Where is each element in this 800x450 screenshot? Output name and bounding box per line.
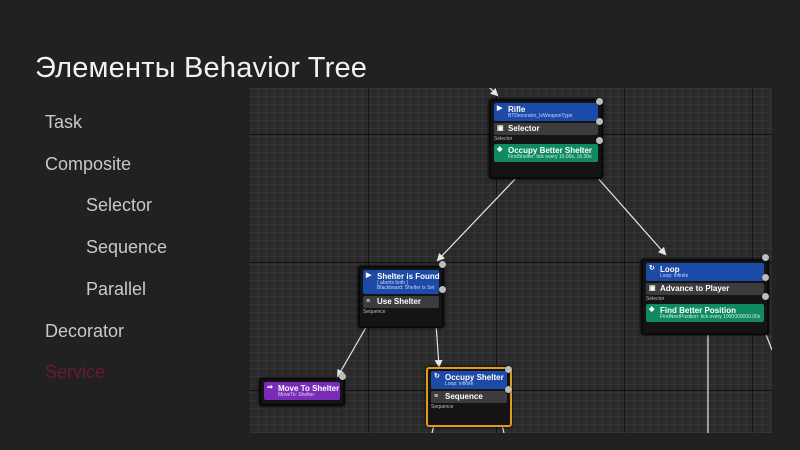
output-pin[interactable] (439, 261, 446, 268)
link-root-right (595, 175, 667, 256)
decorator-icon: ▶ (497, 105, 503, 112)
decorator-icon: ▶ (366, 272, 372, 279)
selector-icon: ▣ (497, 125, 504, 132)
output-pin[interactable] (762, 293, 769, 300)
menu-item-task[interactable]: Task (45, 112, 83, 132)
link-left-selected (434, 323, 443, 368)
output-pin[interactable] (762, 254, 769, 261)
loop-icon: ↻ (649, 265, 655, 272)
service-occupy-better-shelter[interactable]: ◆ Occupy Better Shelter FindShelter: tic… (494, 144, 598, 162)
loop-icon: ↻ (434, 373, 440, 380)
output-pin[interactable] (596, 118, 603, 125)
output-pin[interactable] (762, 274, 769, 281)
service-icon: ◆ (649, 306, 655, 313)
composite-selector[interactable]: ▣ Selector (494, 123, 598, 135)
composite-use-shelter[interactable]: ≡ Use Shelter (363, 296, 439, 308)
output-pin[interactable] (505, 366, 512, 373)
output-pin[interactable] (505, 386, 512, 393)
selected-node[interactable]: ↻ Occupy Shelter Loop: infinite ≡ Sequen… (426, 367, 512, 427)
task-move-to-shelter[interactable]: ⇒ Move To Shelter MoveTo: Shelter (264, 382, 340, 400)
service-find-better-position[interactable]: ◆ Find Better Position FindNextPosition:… (646, 304, 764, 322)
output-pin[interactable] (439, 286, 446, 293)
sequence-icon: ≡ (434, 393, 439, 400)
link-right-offscreen (764, 331, 772, 351)
task-node[interactable]: ⇒ Move To Shelter MoveTo: Shelter (259, 378, 345, 406)
selector-icon: ▣ (649, 285, 656, 292)
output-pin[interactable] (596, 137, 603, 144)
composite-advance-to-player[interactable]: ▣ Advance to Player (646, 283, 764, 295)
decorator-occupy-shelter[interactable]: ↻ Occupy Shelter Loop: infinite (431, 371, 507, 389)
link-root-left (436, 175, 519, 262)
move-icon: ⇒ (267, 384, 273, 391)
menu-item-service[interactable]: Service (45, 362, 106, 382)
output-pin[interactable] (596, 98, 603, 105)
link-entry-root (489, 88, 499, 97)
menu-item-selector[interactable]: Selector (86, 195, 153, 215)
right-node[interactable]: ↻ Loop Loop: infinite ▣ Advance to Playe… (641, 259, 769, 335)
link-left-task (337, 323, 369, 378)
root-node[interactable]: ▶ Rifle BTDecorator_IsWeaponType ▣ Selec… (489, 99, 603, 179)
menu-item-sequence[interactable]: Sequence (86, 237, 168, 257)
output-pin[interactable] (339, 373, 346, 380)
graph-links (337, 88, 772, 433)
slide-title: Элементы Behavior Tree (35, 52, 368, 84)
menu-item-parallel[interactable]: Parallel (86, 279, 147, 299)
decorator-loop[interactable]: ↻ Loop Loop: infinite (646, 263, 764, 281)
decorator-shelter-is-found[interactable]: ▶ Shelter is Found ( aborts both ) Black… (363, 270, 440, 294)
sequence-icon: ≡ (366, 298, 371, 305)
decorator-rifle[interactable]: ▶ Rifle BTDecorator_IsWeaponType (494, 103, 598, 121)
menu-item-decorator[interactable]: Decorator (45, 321, 125, 341)
left-node[interactable]: ▶ Shelter is Found ( aborts both ) Black… (358, 266, 444, 328)
behavior-tree-graph[interactable]: ▶ Rifle BTDecorator_IsWeaponType ▣ Selec… (250, 88, 772, 433)
composite-sequence[interactable]: ≡ Sequence (431, 391, 507, 403)
service-icon: ◆ (497, 146, 503, 153)
menu-item-composite[interactable]: Composite (45, 154, 132, 174)
